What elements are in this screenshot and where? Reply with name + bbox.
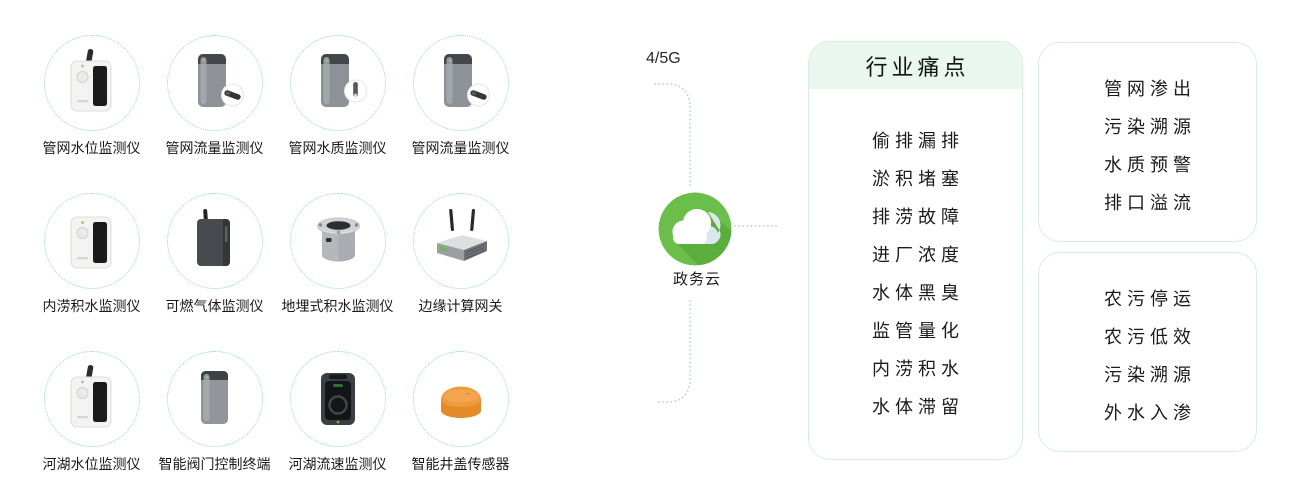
pain-point-item: 污染溯源 bbox=[1104, 117, 1196, 137]
device-label: 智能井盖传感器 bbox=[411, 456, 510, 472]
device-circle bbox=[289, 193, 386, 289]
pain-point-item: 农污停运 bbox=[1104, 289, 1196, 309]
pain-point-list: 管网渗出 污染溯源 水质预警 排口溢流 bbox=[1039, 70, 1256, 222]
pain-point-item: 排口溢流 bbox=[1104, 193, 1196, 213]
pain-point-list: 农污停运 农污低效 污染溯源 外水入渗 bbox=[1039, 280, 1256, 432]
pipe-flow-monitor-icon bbox=[180, 48, 250, 118]
panel-title: 行业痛点 bbox=[809, 42, 1022, 89]
device-circle bbox=[289, 351, 386, 447]
device-label: 管网流量监测仪 bbox=[411, 140, 510, 156]
cloud-label: 政务云 bbox=[672, 271, 721, 288]
pain-point-list: 偷排漏排 淤积堵塞 排涝故障 进厂浓度 水体黑臭 监管量化 内涝积水 水体滞留 bbox=[809, 122, 1022, 426]
device-label: 可燃气体监测仪 bbox=[165, 298, 264, 314]
device-label: 河湖水位监测仪 bbox=[42, 456, 141, 472]
smart-valve-terminal-icon bbox=[180, 364, 250, 434]
device-circle bbox=[166, 193, 263, 289]
device-circle bbox=[289, 35, 386, 131]
device-circle bbox=[412, 351, 509, 447]
device-label: 智能阀门控制终端 bbox=[158, 456, 271, 472]
cloud-icon bbox=[658, 192, 732, 266]
device-circle bbox=[43, 351, 140, 447]
device-circle bbox=[166, 35, 263, 131]
network-type-label: 4/5G bbox=[646, 50, 681, 67]
device-label: 管网流量监测仪 bbox=[165, 140, 264, 156]
waterlogging-monitor-icon bbox=[57, 206, 127, 276]
pain-point-item: 内涝积水 bbox=[872, 359, 964, 379]
river-flow-velocity-monitor-icon bbox=[303, 364, 373, 434]
pipe-water-level-monitor-icon bbox=[57, 48, 127, 118]
industry-pain-points-panel: 行业痛点 偷排漏排 淤积堵塞 排涝故障 进厂浓度 水体黑臭 监管量化 内涝积水 … bbox=[808, 41, 1023, 460]
device-card-pipe-flow-1: 管网流量监测仪 bbox=[153, 35, 276, 193]
device-label: 内涝积水监测仪 bbox=[42, 298, 141, 314]
buried-water-monitor-icon bbox=[303, 206, 373, 276]
device-card-pipe-water-quality: 管网水质监测仪 bbox=[276, 35, 399, 193]
device-grid: 管网水位监测仪 管网流量监测仪 管网水质监测仪 管网流量监测仪 内涝积水监测仪 bbox=[30, 35, 522, 494]
device-card-valve-terminal: 智能阀门控制终端 bbox=[153, 351, 276, 494]
device-card-edge-gateway: 边缘计算网关 bbox=[399, 193, 522, 351]
device-circle bbox=[412, 193, 509, 289]
connector-line-top bbox=[654, 83, 691, 188]
combustible-gas-monitor-icon bbox=[180, 206, 250, 276]
connector-graphic bbox=[654, 83, 779, 403]
pain-point-item: 水体黑臭 bbox=[872, 283, 964, 303]
device-card-waterlogging: 内涝积水监测仪 bbox=[30, 193, 153, 351]
device-label: 河湖流速监测仪 bbox=[288, 456, 387, 472]
pain-point-item: 监管量化 bbox=[872, 321, 964, 341]
device-circle bbox=[43, 35, 140, 131]
rural-sewage-pain-points-panel: 农污停运 农污低效 污染溯源 外水入渗 bbox=[1038, 252, 1257, 452]
device-circle bbox=[412, 35, 509, 131]
connector-line-bottom bbox=[654, 300, 691, 403]
device-card-pipe-water-level: 管网水位监测仪 bbox=[30, 35, 153, 193]
pain-point-item: 排涝故障 bbox=[872, 207, 964, 227]
device-label: 地埋式积水监测仪 bbox=[281, 298, 394, 314]
pain-point-item: 污染溯源 bbox=[1104, 365, 1196, 385]
pain-point-item: 水质预警 bbox=[1104, 155, 1196, 175]
device-circle bbox=[166, 351, 263, 447]
device-card-flow-velocity: 河湖流速监测仪 bbox=[276, 351, 399, 494]
pipe-flow-monitor-icon bbox=[426, 48, 496, 118]
device-card-river-water-level: 河湖水位监测仪 bbox=[30, 351, 153, 494]
pain-point-item: 农污低效 bbox=[1104, 327, 1196, 347]
pipe-water-quality-monitor-icon bbox=[303, 48, 373, 118]
pain-point-item: 外水入渗 bbox=[1104, 403, 1196, 423]
device-card-gas: 可燃气体监测仪 bbox=[153, 193, 276, 351]
device-label: 管网水位监测仪 bbox=[42, 140, 141, 156]
pain-point-item: 进厂浓度 bbox=[872, 245, 964, 265]
device-card-pipe-flow-2: 管网流量监测仪 bbox=[399, 35, 522, 193]
river-water-level-monitor-icon bbox=[57, 364, 127, 434]
pain-point-item: 水体滞留 bbox=[872, 397, 964, 417]
device-circle bbox=[43, 193, 140, 289]
pain-point-item: 管网渗出 bbox=[1104, 79, 1196, 99]
device-label: 边缘计算网关 bbox=[418, 298, 503, 314]
smart-manhole-sensor-icon bbox=[426, 364, 496, 434]
network-pain-points-panel: 管网渗出 污染溯源 水质预警 排口溢流 bbox=[1038, 42, 1257, 242]
pain-point-item: 淤积堵塞 bbox=[872, 169, 964, 189]
device-label: 管网水质监测仪 bbox=[288, 140, 387, 156]
device-card-manhole-sensor: 智能井盖传感器 bbox=[399, 351, 522, 494]
edge-computing-gateway-icon bbox=[426, 206, 496, 276]
pain-point-item: 偷排漏排 bbox=[872, 131, 964, 151]
device-card-buried-water: 地埋式积水监测仪 bbox=[276, 193, 399, 351]
